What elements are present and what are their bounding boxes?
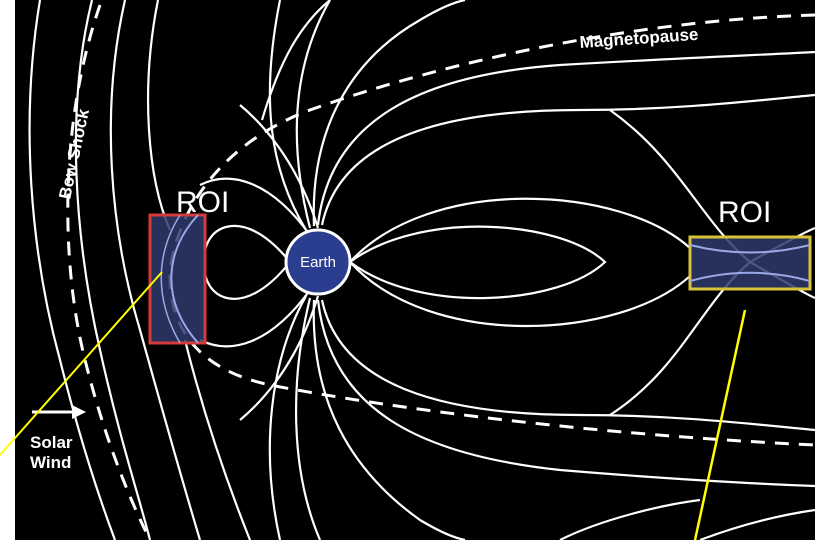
solar-wind-field-lines [28, 0, 252, 540]
dipole-field-lines [199, 0, 815, 540]
bow-shock-boundary [66, 4, 152, 540]
roi-right [688, 235, 812, 291]
earth [284, 228, 352, 296]
pointer-line-left [0, 271, 163, 456]
roi-left [148, 213, 207, 345]
solar-wind-label-line2: Wind [30, 453, 71, 472]
pointer-line-right [693, 309, 747, 540]
earth-label: Earth [300, 254, 336, 271]
solar-wind-label-line1: Solar [30, 433, 73, 452]
roi-right-label: ROI [718, 196, 771, 229]
roi-left-label: ROI [176, 186, 229, 219]
